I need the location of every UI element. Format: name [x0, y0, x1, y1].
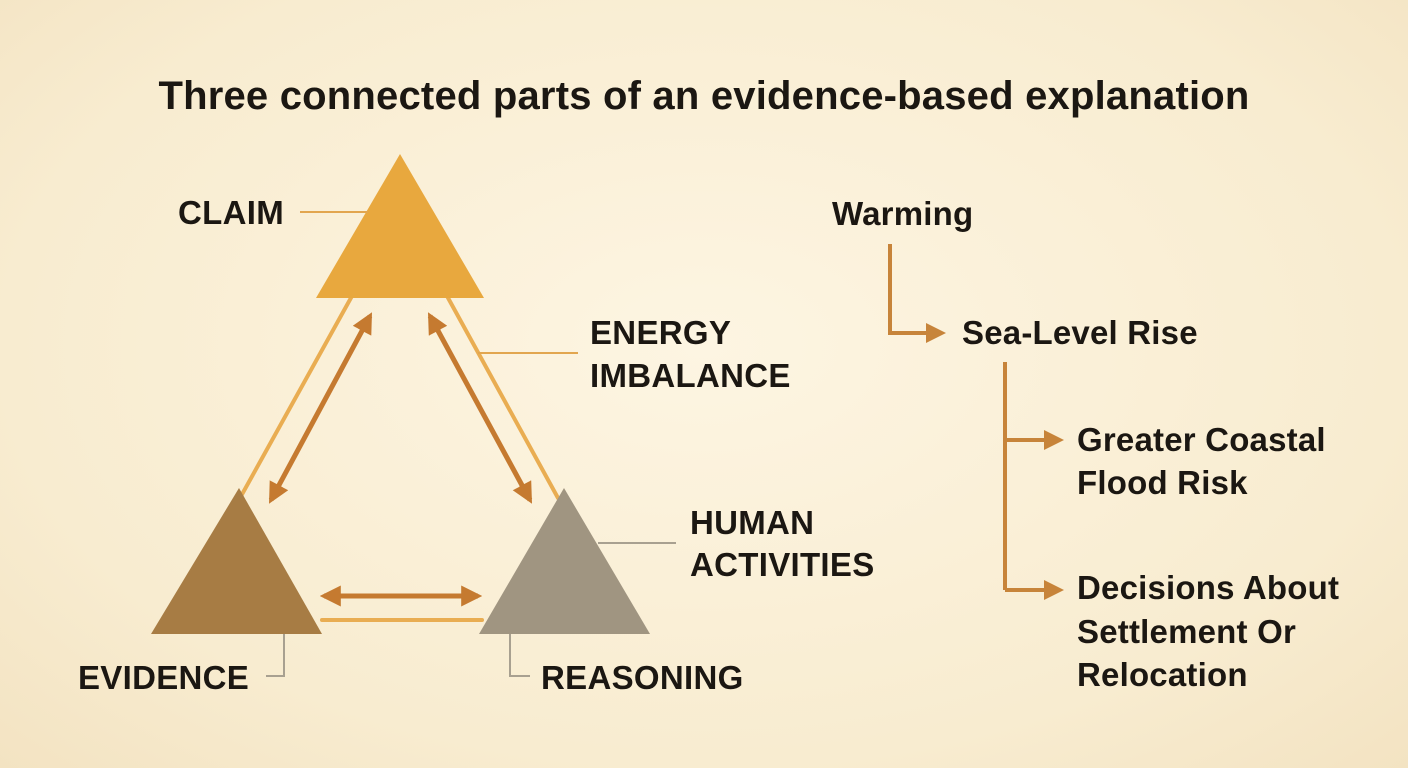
- energy-label-line2: IMBALANCE: [590, 357, 791, 394]
- flow-step-decisions-line1: Decisions About: [1077, 569, 1340, 606]
- reasoning-leader: [509, 634, 530, 677]
- reasoning-label: REASONING: [541, 659, 744, 696]
- evidence-label: EVIDENCE: [78, 659, 250, 696]
- flow-step-decisions-line3: Relocation: [1077, 656, 1248, 693]
- warming-to-sealevel-connector: [888, 244, 946, 343]
- claim-label: CLAIM: [178, 194, 284, 231]
- flow-step-warming: Warming: [832, 195, 974, 232]
- evidence-leader: [266, 634, 285, 677]
- leader-lines: [300, 211, 578, 354]
- human-label-line1: HUMAN: [690, 504, 815, 541]
- page-title: Three connected parts of an evidence-bas…: [158, 74, 1250, 118]
- claim-evidence-arrow: [268, 312, 373, 504]
- claim-triangle: [316, 154, 484, 298]
- flow-step-sea-level-rise: Sea-Level Rise: [962, 314, 1198, 351]
- human-label-line2: ACTIVITIES: [690, 546, 875, 583]
- flow-step-flood-risk-line1: Greater Coastal: [1077, 421, 1326, 458]
- flow-connectors: [888, 244, 1064, 600]
- flow-step-flood-risk-line2: Flood Risk: [1077, 464, 1248, 501]
- connection-arrows: [268, 312, 533, 607]
- reasoning-triangle: [479, 488, 650, 634]
- flow-step-decisions-line2: Settlement Or: [1077, 613, 1296, 650]
- triangle-frame: [238, 294, 560, 622]
- claim-reasoning-arrow: [427, 312, 533, 504]
- energy-label-line1: ENERGY: [590, 314, 732, 351]
- evidence-triangle: [151, 488, 322, 634]
